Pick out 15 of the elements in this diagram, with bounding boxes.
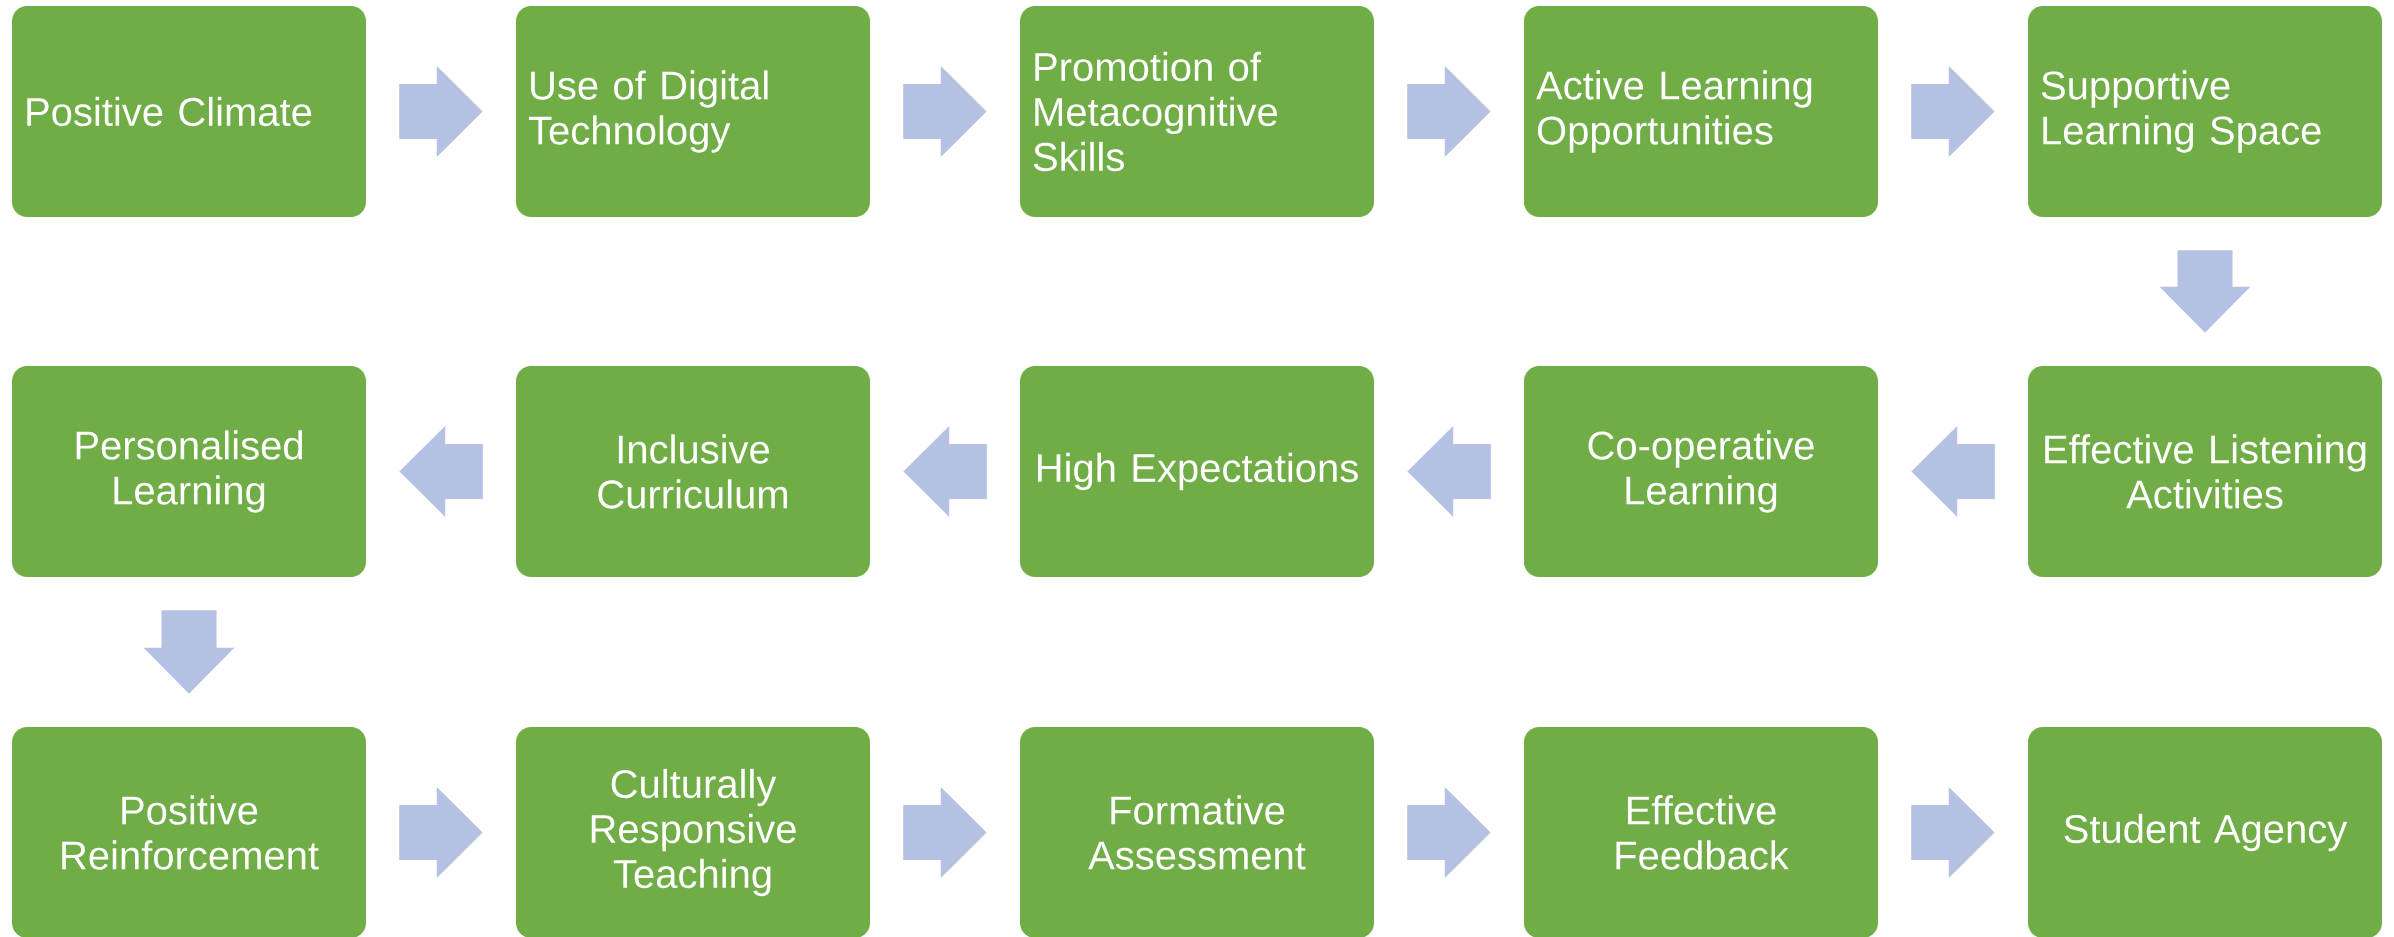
- process-box: Personalised Learning: [12, 366, 366, 577]
- process-box: Positive Reinforcement: [12, 727, 366, 937]
- process-box: Promotion of Metacognitive Skills: [1020, 6, 1374, 217]
- process-box: Positive Climate: [12, 6, 366, 217]
- process-box: Active Learning Opportunities: [1524, 6, 1878, 217]
- process-box: Supportive Learning Space: [2028, 6, 2382, 217]
- process-box: Formative Assessment: [1020, 727, 1374, 937]
- process-box: Effective Feedback: [1524, 727, 1878, 937]
- process-box: High Expectations: [1020, 366, 1374, 577]
- process-box: Culturally Responsive Teaching: [516, 727, 870, 937]
- process-box: Student Agency: [2028, 727, 2382, 937]
- process-box: Inclusive Curriculum: [516, 366, 870, 577]
- process-box: Co-operative Learning: [1524, 366, 1878, 577]
- process-box: Effective Listening Activities: [2028, 366, 2382, 577]
- process-box: Use of Digital Technology: [516, 6, 870, 217]
